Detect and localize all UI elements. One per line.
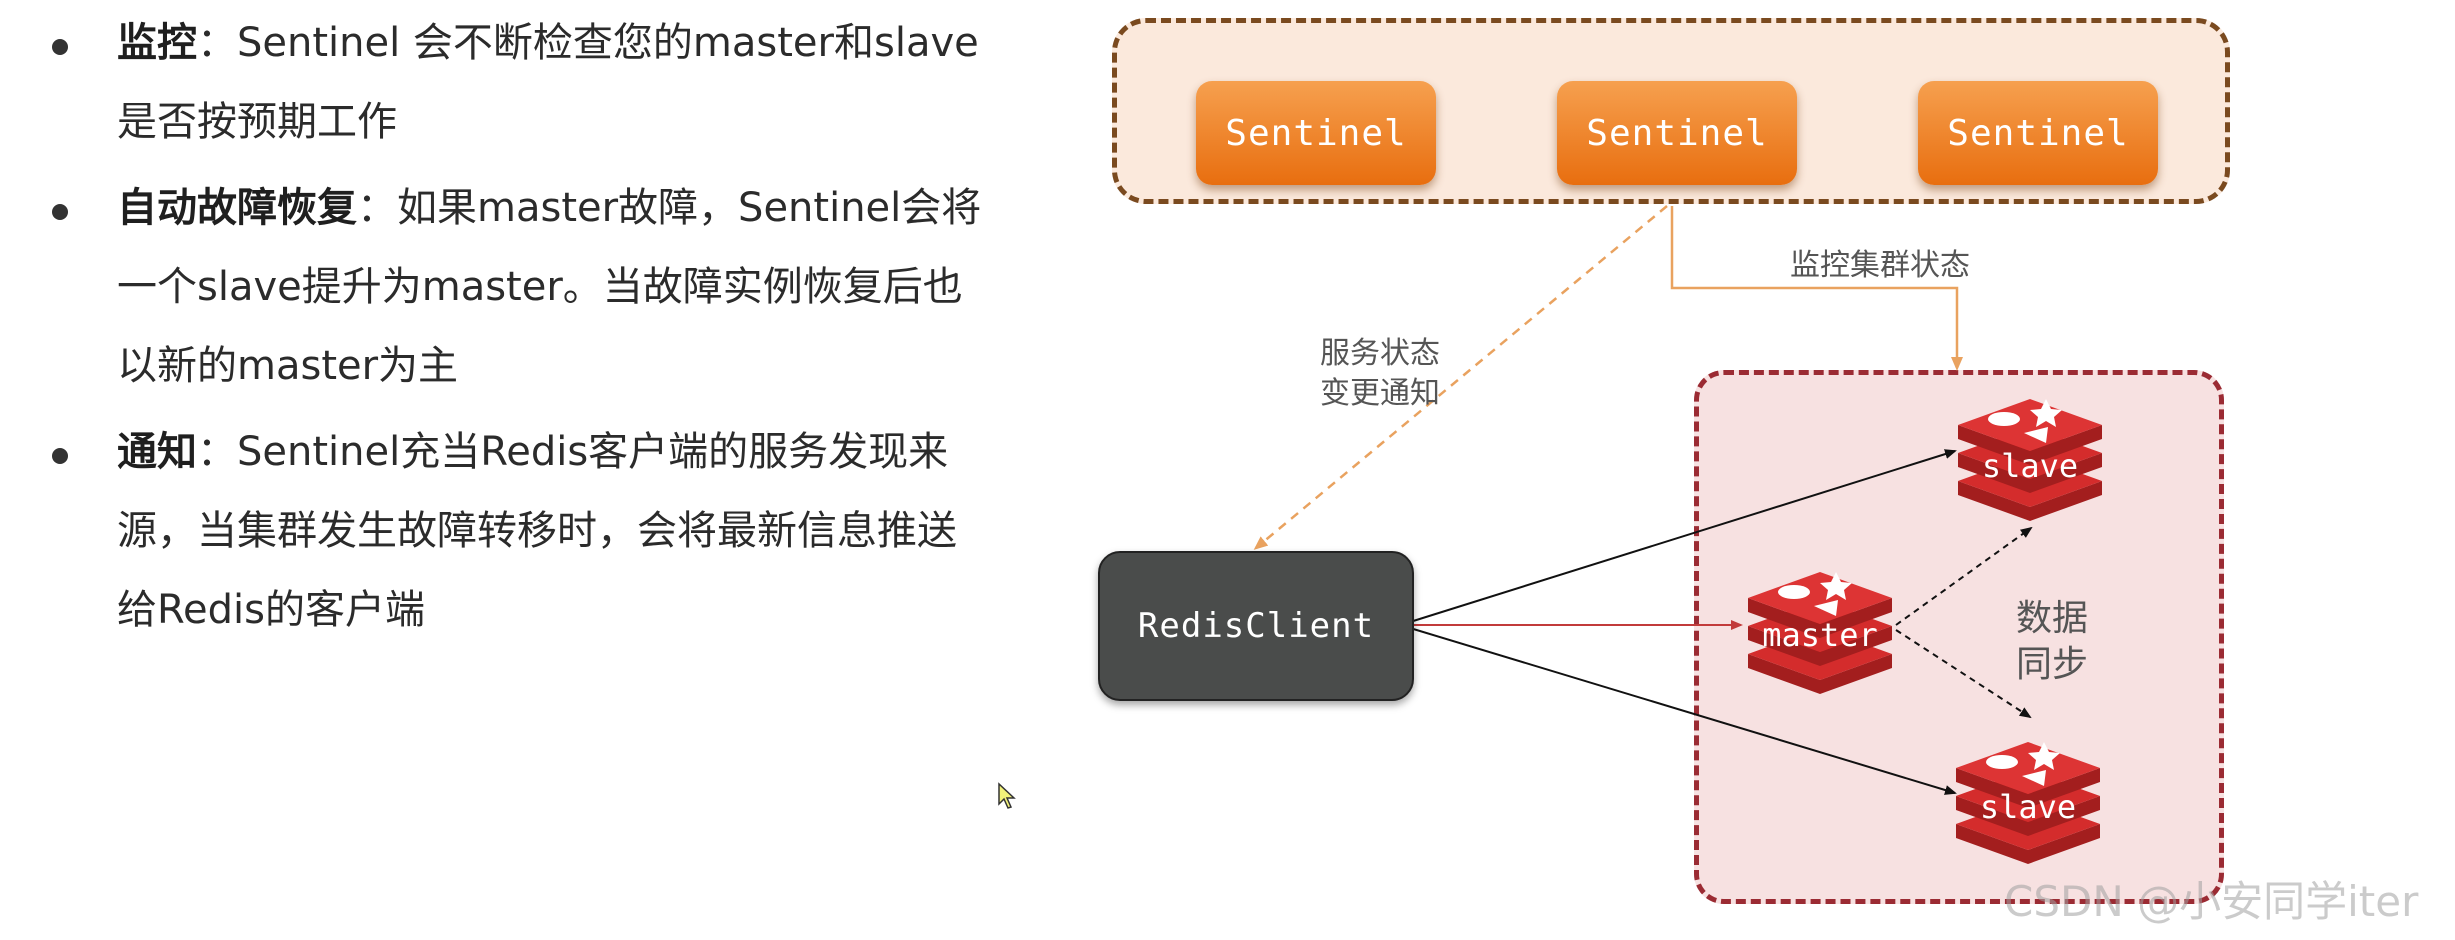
sentinel-node: Sentinel (1557, 81, 1797, 185)
bullet-dot-icon (52, 448, 68, 464)
redis-client-node: RedisClient (1098, 551, 1414, 701)
redis-master-node: master (1740, 556, 1900, 696)
master-label: master (1762, 616, 1878, 654)
sync-to-slave-top-arrow (1895, 526, 2033, 626)
bullet-line: 以新的master为主 (117, 327, 1037, 406)
watermark: CSDN @小安同学iter (2004, 877, 2419, 926)
bullet-line: 给Redis的客户端 (117, 571, 1037, 650)
bullet-line-text: ：如果master故障，Sentinel会将 (357, 185, 982, 231)
redis-slave-bottom-node: slave (1948, 726, 2108, 866)
sync-to-slave-bottom-arrow (1895, 629, 2032, 719)
bullet-line: 监控：Sentinel 会不断检查您的master和slave (117, 4, 1037, 83)
data-sync-caption: 数据 同步 (2016, 596, 2088, 688)
client-to-slave-top-arrow (1409, 449, 1957, 623)
bullet-line: 是否按预期工作 (117, 83, 1037, 162)
sentinel-node: Sentinel (1196, 81, 1436, 185)
notify-caption-line: 变更通知 (1320, 376, 1440, 411)
bullet-line-text: 一个slave提升为master。当故障实例恢复后也 (117, 264, 963, 310)
bullet-line-text: 是否按预期工作 (117, 99, 397, 145)
bullet-line-text: 给Redis的客户端 (117, 587, 425, 633)
redis-logo-icon (1748, 572, 1892, 694)
bullet-line: 一个slave提升为master。当故障实例恢复后也 (117, 248, 1037, 327)
client-to-slave-bottom-arrow (1409, 627, 1957, 795)
notify-caption-line: 服务状态 (1320, 336, 1440, 371)
bullet-keyword: 监控 (117, 20, 197, 66)
monitor-caption: 监控集群状态 (1790, 248, 1970, 283)
bullet-dot-icon (52, 204, 68, 220)
slave-top-label: slave (1981, 447, 2079, 485)
sync-caption-line: 同步 (2016, 644, 2089, 685)
redis-logo-icon (1958, 399, 2102, 521)
bullet-keyword: 自动故障恢复 (117, 185, 357, 231)
sentinel-node: Sentinel (1918, 81, 2158, 185)
slave-bottom-label: slave (1979, 788, 2077, 826)
bullet-keyword: 通知 (117, 429, 197, 475)
bullet-line: 通知：Sentinel充当Redis客户端的服务发现来 (117, 413, 1037, 492)
bullet-line-text: 以新的master为主 (117, 343, 459, 389)
sentinel-cluster-group: Sentinel Sentinel Sentinel (1112, 18, 2230, 204)
bullet-line: 自动故障恢复：如果master故障，Sentinel会将 (117, 169, 1037, 248)
mouse-cursor-icon (998, 782, 1016, 809)
bullet-line-text: ：Sentinel充当Redis客户端的服务发现来 (197, 429, 949, 475)
notify-arrow (1253, 205, 1668, 550)
monitor-arrow (1670, 206, 1963, 371)
sync-caption-line: 数据 (2016, 598, 2089, 639)
redis-logo-icon (1956, 742, 2100, 864)
bullet-line: 源，当集群发生故障转移时，会将最新信息推送 (117, 492, 1037, 571)
notify-caption: 服务状态 变更通知 (1320, 334, 1440, 414)
bullet-dot-icon (52, 39, 68, 55)
bullet-line-text: 源，当集群发生故障转移时，会将最新信息推送 (117, 508, 957, 554)
redis-slave-top-node: slave (1950, 383, 2110, 523)
bullet-line-text: ：Sentinel 会不断检查您的master和slave (197, 20, 979, 66)
